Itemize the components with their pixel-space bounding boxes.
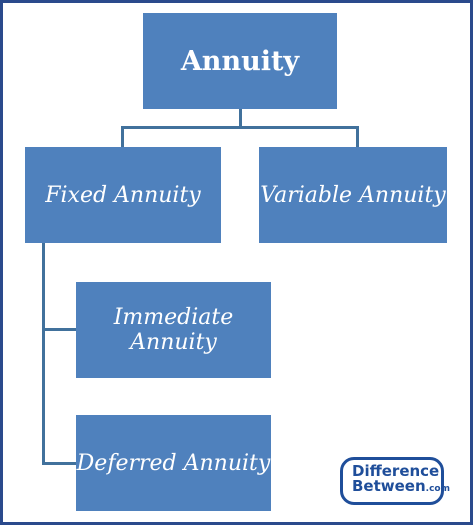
node-annuity: Annuity — [143, 13, 337, 109]
node-immediate-annuity: Immediate Annuity — [76, 282, 271, 378]
connector-to-variable — [356, 126, 359, 147]
node-deferred-annuity: Deferred Annuity — [76, 415, 271, 511]
connector-to-fixed — [121, 126, 124, 147]
node-fixed-annuity-label: Fixed Annuity — [45, 182, 201, 208]
connector-level1-horizontal — [121, 126, 359, 129]
node-annuity-label: Annuity — [180, 45, 300, 77]
logo-suffix: .com — [425, 484, 450, 494]
node-fixed-annuity: Fixed Annuity — [25, 147, 221, 243]
node-immediate-annuity-label: Immediate Annuity — [113, 305, 234, 355]
logo-line1: Difference — [352, 462, 440, 480]
connector-to-immediate — [42, 328, 76, 331]
logo-line2-word: Between — [352, 477, 426, 495]
connector-to-deferred — [42, 462, 76, 465]
difference-between-logo: Difference Between.com — [340, 457, 450, 505]
node-variable-annuity-label: Variable Annuity — [260, 182, 446, 208]
node-deferred-annuity-label: Deferred Annuity — [76, 450, 271, 476]
node-variable-annuity: Variable Annuity — [259, 147, 447, 243]
connector-fixed-trunk — [42, 243, 45, 465]
logo-line2: Between.com — [352, 477, 450, 497]
connector-root-down — [239, 109, 242, 128]
